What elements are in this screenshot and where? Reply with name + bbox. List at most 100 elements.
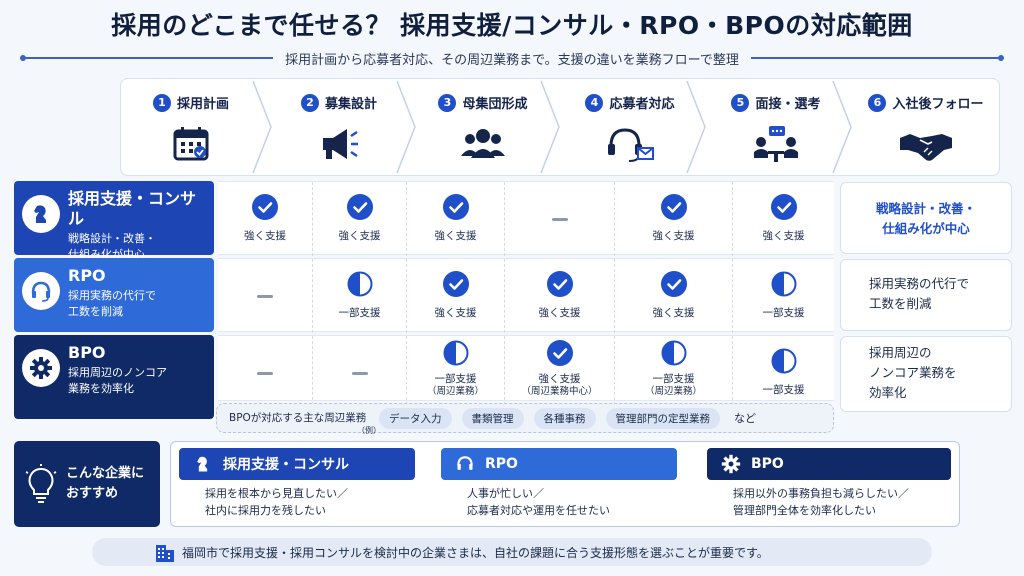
step-label: 採用計画 <box>176 97 229 112</box>
task-chip: 書類管理 <box>461 407 524 429</box>
row-desc-line: 戦略設計・改善・ <box>68 232 156 245</box>
support-level-label: 一部支援 <box>762 384 805 396</box>
divider-dot <box>998 55 1005 61</box>
step-1: 1 採用計画 <box>121 79 261 175</box>
partial-support-half-circle-icon <box>443 340 469 370</box>
recommend-card-consult: 採用支援・コンサル 採用を根本から見直したい／ 社内に採用力を残したい <box>179 448 415 522</box>
recommend-line: 採用を根本から見直したい／ <box>205 487 348 500</box>
no-support-dash-icon <box>351 371 368 375</box>
partial-support-half-circle-icon <box>771 348 797 378</box>
support-level-label: 強く支援 <box>538 307 581 319</box>
support-level-label: 一部支援 <box>338 307 381 319</box>
divider-dot <box>20 55 26 61</box>
step-number: 6 <box>868 93 887 112</box>
support-cell: 強く支援 <box>406 259 504 333</box>
strong-support-check-icon <box>660 194 687 224</box>
row-desc-line: 仕組み化が中心 <box>68 248 145 261</box>
side-line: 戦略設計・改善・ <box>875 201 976 216</box>
strong-support-check-icon <box>442 194 469 224</box>
partial-support-half-circle-icon <box>347 271 373 301</box>
support-cell: 強く支援 <box>312 182 406 256</box>
etc-label: など <box>734 412 756 425</box>
step-number: 1 <box>152 93 171 112</box>
strong-support-check-icon <box>346 194 373 224</box>
bpo-tasks-label: BPOが対応する主な周辺業務 <box>229 412 367 424</box>
strong-support-check-icon <box>252 194 278 224</box>
support-cell: 一部支援 <box>732 259 834 333</box>
side-line: 仕組み化が中心 <box>882 221 970 236</box>
support-level-label: 一部支援 <box>762 307 805 319</box>
process-chevrons <box>252 80 852 174</box>
support-cell: 強く支援 <box>614 182 732 256</box>
partial-support-half-circle-icon <box>661 340 687 370</box>
step-number: 2 <box>300 93 319 112</box>
support-cell <box>312 336 406 410</box>
side-line: ノンコア業務を <box>869 365 957 380</box>
support-cell: 強く支援 <box>406 182 504 256</box>
recommend-card-body: 採用を根本から見直したい／ 社内に採用力を残したい <box>179 480 415 519</box>
partial-support-half-circle-icon <box>771 271 797 301</box>
no-support-dash-icon <box>257 371 273 375</box>
gear-icon <box>721 454 741 474</box>
megaphone-icon <box>323 129 358 159</box>
side-summary-rpo: 採用実務の代行で 工数を削減 <box>840 259 1012 331</box>
step-label: 募集設計 <box>324 97 377 112</box>
handshake-icon <box>900 134 952 161</box>
task-chip: データ入力 <box>379 407 452 429</box>
calendar-icon <box>173 127 209 161</box>
row-name: BPO <box>68 343 106 362</box>
recommend-card-header: BPO <box>707 448 951 480</box>
recommend-card-title: RPO <box>485 456 518 472</box>
support-cell <box>218 259 312 333</box>
recommend-label-box: こんな企業に おすすめ <box>14 441 160 527</box>
side-line: 採用周辺の <box>869 345 932 360</box>
row-name: 採用支援・コンサル <box>68 189 197 228</box>
interview-icon <box>754 126 798 162</box>
recommend-card-header: 採用支援・コンサル <box>179 448 415 480</box>
support-level-label: 強く支援 <box>538 373 581 385</box>
row-desc-line: 採用実務の代行で <box>68 289 156 302</box>
support-level-label: 強く支援 <box>434 230 477 242</box>
support-cell: 一部支援（周辺業務） <box>614 336 732 410</box>
recommend-card-body: 人事が忙しい／ 応募者対応や運用を任せたい <box>441 480 677 519</box>
recommend-panel: 採用支援・コンサル 採用を根本から見直したい／ 社内に採用力を残したい RPO … <box>170 441 960 527</box>
bpo-tasks-title: BPOが対応する主な周辺業務 （例） <box>229 412 381 435</box>
lightbulb-icon <box>25 464 57 503</box>
step-label: 入社後フォロー <box>892 97 984 112</box>
side-line: 採用実務の代行で <box>869 276 970 291</box>
row-desc-line: 業務を効率化 <box>68 382 134 395</box>
row-header-consult: 採用支援・コンサル 戦略設計・改善・ 仕組み化が中心 <box>14 181 214 261</box>
support-level-label: 強く支援 <box>434 307 477 319</box>
task-chip: 管理部門の定型業務 <box>605 407 720 429</box>
bpo-tasks-bar: BPOが対応する主な周辺業務 （例） データ入力 書類管理 各種事務 管理部門の… <box>216 403 834 435</box>
strong-support-check-icon <box>660 271 687 301</box>
headset-icon <box>457 456 473 470</box>
footer-text: 福岡市で採用支援・採用コンサルを検討中の企業さまは、自社の課題に合う支援形態を選… <box>182 545 769 560</box>
support-row-consult: 強く支援強く支援強く支援強く支援強く支援 <box>218 181 834 256</box>
recommend-line: 採用以外の事務負担も減らしたい／ <box>733 487 909 500</box>
divider-line <box>26 57 274 59</box>
recommend-line: 人事が忙しい／ <box>467 487 544 500</box>
step-label: 母集団形成 <box>462 97 528 112</box>
footer-note: 福岡市で採用支援・採用コンサルを検討中の企業さまは、自社の課題に合う支援形態を選… <box>92 538 932 566</box>
support-scope-note: （周辺業務） <box>644 386 702 397</box>
page-subtitle: 採用計画から応募者対応、その周辺業務まで。支援の違いを業務フローで整理 <box>285 52 739 68</box>
headset-mail-icon <box>608 128 654 162</box>
strong-support-check-icon <box>770 194 797 224</box>
recommend-card-title: 採用支援・コンサル <box>223 457 349 473</box>
gear-icon <box>22 349 60 387</box>
support-row-rpo: 一部支援強く支援強く支援強く支援一部支援 <box>218 258 834 333</box>
support-cell: 一部支援 <box>732 336 834 410</box>
support-row-bpo: 一部支援（周辺業務）強く支援（周辺業務中心）一部支援（周辺業務）一部支援 <box>218 335 834 410</box>
subtitle-bar: 採用計画から応募者対応、その周辺業務まで。支援の違いを業務フローで整理 <box>20 46 1005 70</box>
headset-icon <box>22 272 60 310</box>
row-header-rpo: RPO 採用実務の代行で 工数を削減 <box>14 258 214 332</box>
step-6: 6 入社後フォロー <box>851 79 1001 175</box>
recommend-card-body: 採用以外の事務負担も減らしたい／ 管理部門全体を効率化したい <box>707 480 951 519</box>
page-title: 採用のどこまで任せる？ 採用支援/コンサル・RPO・BPOの対応範囲 <box>111 11 913 40</box>
recommend-card-header: RPO <box>441 448 677 480</box>
support-scope-note: （周辺業務） <box>426 386 484 397</box>
